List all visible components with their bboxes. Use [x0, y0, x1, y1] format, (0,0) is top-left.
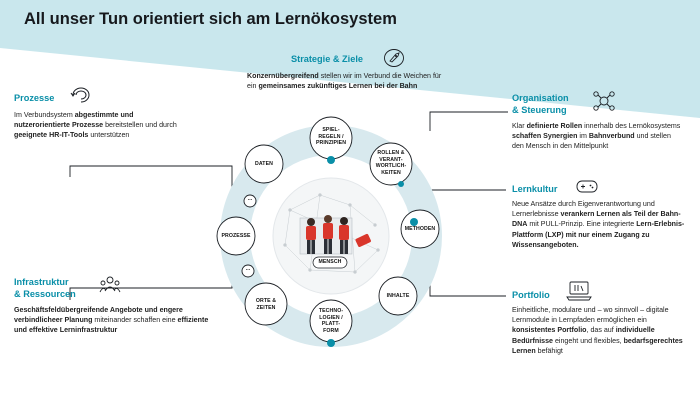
text-run: stellen wir im Verbund die Weichen für e…: [247, 72, 442, 91]
text-run: definierte Rollen: [526, 122, 583, 130]
text-run: , das auf: [586, 326, 616, 335]
node-ellipsis-1-circle: [241, 264, 255, 278]
node-ellipsis-2-circle: [243, 194, 257, 208]
node-technologien-line: PLATT-: [321, 321, 341, 328]
ring-dot-topright: [398, 181, 404, 187]
strategie-title: Strategie & Ziele: [291, 54, 363, 64]
prozesse-text: Im Verbundsystem abgestimmte und nutzero…: [14, 110, 184, 141]
node-spielregeln-line: PRINZIPIEN: [315, 140, 347, 147]
organisation-text: Klar definierte Rollen innerhalb des Ler…: [512, 121, 684, 152]
mensch-pill: [312, 256, 348, 269]
text-run: Bahnverbund: [588, 132, 635, 141]
text-run: effiziente und effektive: [14, 316, 209, 335]
node-prozesse: PROZESSE: [221, 233, 251, 239]
organisation-title: Organisation & Steuerung: [512, 92, 569, 116]
people-illustration: [299, 215, 371, 255]
text-run: Einheitliche, modulare und – wo sinnvoll…: [512, 306, 669, 325]
portfolio-title: Portfolio: [512, 290, 550, 300]
node-spielregeln: SPIEL- REGELN / PRINZIPIEN: [313, 127, 349, 147]
node-ellipsis-1: ...: [245, 266, 251, 272]
node-technologien: TECHNO- LOGIEN / PLATT- FORM: [313, 308, 349, 334]
ring-dot-right: [410, 218, 418, 226]
prozesse-title: Prozesse: [14, 93, 55, 103]
connector-infrastruktur: [69, 278, 233, 300]
gamepad-icon: [576, 180, 598, 193]
connector-portfolio: [429, 278, 506, 297]
text-run: verankern Lernen als Teil der Bahn-DNA: [512, 210, 681, 229]
node-technologien-line: FORM: [323, 327, 339, 334]
organisation-title-line-1: Organisation: [512, 93, 569, 103]
node-rollen-line: VERANT-: [379, 156, 403, 163]
connector-lernkultur: [429, 189, 506, 215]
ring-dot-top: [327, 156, 335, 164]
text-run: Geschäftsfeldübergreifende Angebote und …: [14, 306, 183, 325]
node-daten-circle: [244, 144, 284, 184]
node-spielregeln-line: SPIEL-: [322, 127, 340, 133]
text-run: bedarfsgerechtes Lernen: [512, 336, 683, 355]
node-orte: ORTE & ZEITEN: [248, 298, 284, 311]
connector-prozesse: [69, 165, 233, 192]
text-run: miteinander schaffen eine: [92, 316, 178, 325]
node-rollen-line: KEITEN: [381, 169, 401, 176]
rocket-icon: [384, 49, 404, 67]
text-run: und stellen den Mensch in den Mittelpunk…: [512, 132, 671, 151]
node-inhalte-circle: [378, 276, 418, 316]
node-orte-line: ZEITEN: [256, 304, 276, 311]
organisation-title-line-2: & Steuerung: [512, 105, 567, 115]
node-technologien-line: LOGIEN /: [319, 314, 343, 321]
text-run: unterstützen: [88, 131, 130, 140]
text-run: Konzernübergreifend: [247, 72, 319, 80]
text-run: eingeht und flexibles,: [553, 336, 624, 345]
text-run: Im Verbundsystem: [14, 111, 75, 119]
text-run: gemeinsames zukünftiges Lernen bei der B…: [258, 82, 418, 91]
node-methoden: METHODEN: [404, 226, 436, 232]
infrastruktur-text: Geschäftsfeldübergreifende Angebote und …: [14, 305, 219, 336]
text-run: im: [577, 132, 589, 141]
node-orte-line: ORTE &: [255, 298, 277, 304]
strategie-text: Konzernübergreifend stellen wir im Verbu…: [247, 71, 442, 91]
node-daten: DATEN: [255, 161, 273, 167]
text-run: konsistentes Portfolio: [512, 326, 587, 335]
text-run: Lern-Erlebnis-Plattform (LXP) mit nur ei…: [512, 220, 685, 249]
text-run: geeignete HR-IT-Tools: [14, 131, 89, 140]
text-run: Klar: [512, 122, 527, 130]
text-run: individuelle Bedürfnisse: [512, 326, 655, 345]
portfolio-text: Einheitliche, modulare und – wo sinnvoll…: [512, 305, 690, 356]
connector-organisation: [429, 111, 508, 131]
text-run: bereitstellen und durch: [103, 121, 177, 130]
node-ellipsis-2: ...: [247, 196, 253, 202]
infrastruktur-title-line-2: & Ressourcen: [14, 289, 76, 299]
node-inhalte: INHALTE: [386, 293, 410, 299]
text-run: abgestimmte und nutzerorientierte Prozes…: [14, 111, 134, 130]
text-run: mit PULL-Prinzip. Eine integrierte: [527, 220, 637, 229]
laptop-books-icon: [566, 281, 592, 301]
process-cycle-icon: [70, 87, 90, 103]
ring-dot-bottom: [327, 339, 335, 347]
node-rollen: ROLLEN & VERANT- WORTLICH- KEITEN: [373, 150, 409, 176]
infrastruktur-title: Infrastruktur & Ressourcen: [14, 276, 76, 300]
text-run: schaffen Synergien: [512, 132, 578, 141]
text-run: innerhalb des Lernökosystems: [582, 122, 681, 130]
people-group-icon: [99, 276, 121, 293]
mensch-label: MENSCH: [318, 259, 342, 265]
node-rollen-circle: [369, 142, 413, 186]
node-rollen-line: ROLLEN &: [377, 150, 405, 156]
infrastruktur-title-line-1: Infrastruktur: [14, 277, 69, 287]
node-prozesse-circle: [216, 216, 256, 256]
lernkultur-title: Lernkultur: [512, 184, 558, 194]
node-orte-circle: [244, 282, 288, 326]
page-title: All unser Tun orientiert sich am Lernöko…: [24, 10, 397, 28]
node-technologien-line: TECHNO-: [318, 308, 344, 314]
organisation-network-icon: [593, 91, 615, 111]
text-run: Neue Ansätze durch Eigenverantwortung un…: [512, 200, 655, 219]
text-run: Lerninfrastruktur: [57, 326, 118, 335]
node-rollen-line: WORTLICH-: [375, 163, 407, 170]
lernkultur-text: Neue Ansätze durch Eigenverantwortung un…: [512, 199, 688, 250]
node-spielregeln-line: REGELN /: [318, 133, 344, 140]
text-run: befähigt: [535, 346, 563, 355]
